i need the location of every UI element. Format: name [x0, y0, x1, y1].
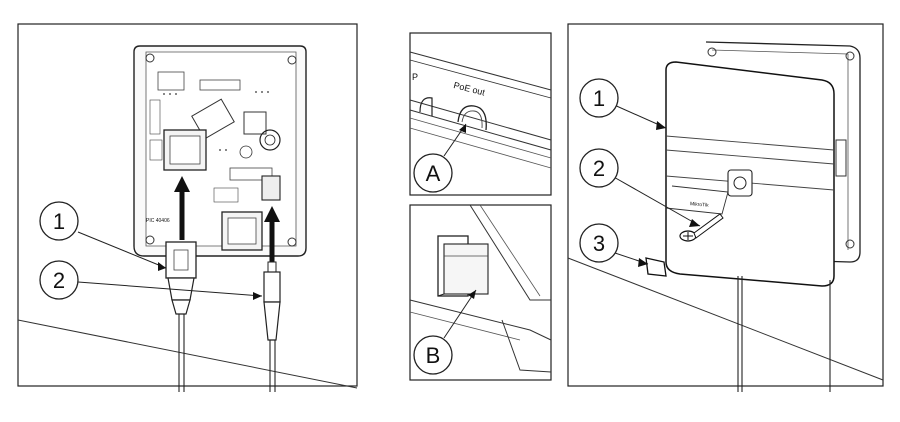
port-label-partial: P: [412, 72, 418, 82]
power-cable-plug: [263, 261, 281, 392]
callout-left-2: 2: [39, 260, 79, 300]
callout-left-1: 1: [39, 201, 79, 241]
svg-text:B: B: [426, 343, 441, 368]
rubber-cap: [645, 257, 667, 277]
callout-right-3: 3: [579, 223, 619, 263]
device-enclosure-open: PIC 40406: [133, 45, 307, 257]
device-front-cover: MikroTik: [665, 61, 835, 287]
ethernet-cable-connector: [165, 241, 197, 392]
panel-right-close-cover: MikroTik 1: [567, 23, 884, 392]
leader-line-1: [77, 231, 167, 269]
leader-line-b: [443, 289, 477, 339]
board-code-label: PIC 40406: [146, 218, 170, 224]
callout-right-2: 2: [579, 148, 619, 188]
callout-right-1: 1: [579, 78, 619, 118]
wall-edge-line: [17, 319, 358, 389]
svg-text:A: A: [426, 161, 441, 186]
panel-detail-a-poe-port: P PoE out A: [409, 32, 552, 196]
svg-text:2: 2: [593, 156, 605, 181]
leader-line-r2: [611, 175, 701, 227]
svg-text:3: 3: [593, 231, 605, 256]
callout-a: A: [413, 153, 453, 193]
panel-detail-b-slot: B: [409, 204, 552, 381]
svg-text:1: 1: [53, 209, 65, 234]
insert-arrow-ethernet: [174, 176, 190, 240]
svg-text:2: 2: [53, 268, 65, 293]
callout-b: B: [413, 335, 453, 375]
mounting-screw: [679, 213, 724, 242]
brand-label: MikroTik: [690, 201, 710, 209]
panel-left-connect-cables: PIC 40406: [17, 23, 358, 392]
insert-arrow-power: [264, 206, 280, 262]
svg-text:1: 1: [593, 86, 605, 111]
leader-line-2: [77, 281, 263, 297]
